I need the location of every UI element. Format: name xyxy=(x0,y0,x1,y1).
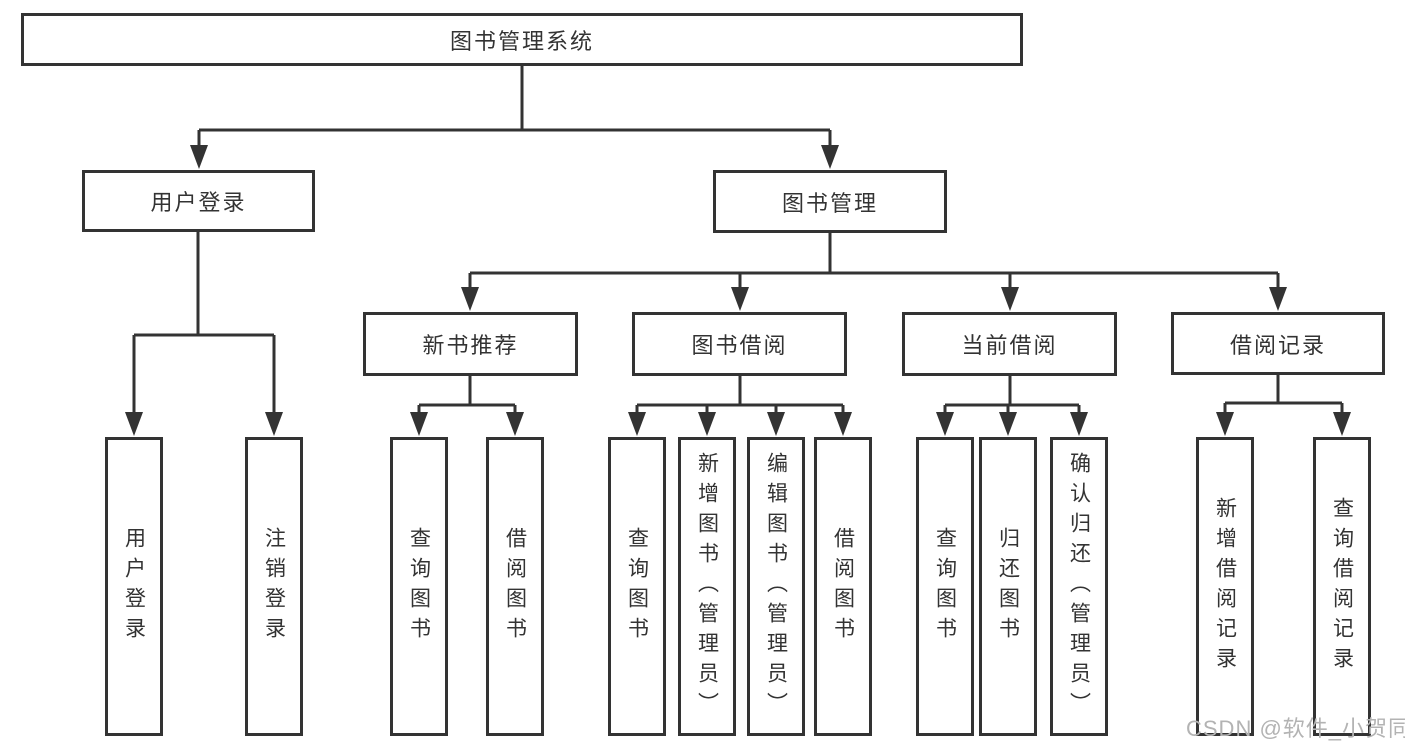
arrowhead-icon xyxy=(821,145,839,169)
arrowhead-icon xyxy=(731,287,749,311)
arrowhead-icon xyxy=(1070,412,1088,436)
node-user-login-branch: 用户登录 xyxy=(82,170,315,232)
connector-user-login-split xyxy=(132,232,276,415)
node-book-borrowing: 图书借阅 xyxy=(632,312,847,376)
arrowhead-icon xyxy=(190,145,208,169)
node-label: 查询借阅记录 xyxy=(1330,496,1354,677)
node-label: 新增图书（管理员） xyxy=(695,451,719,722)
connector-book-management-split xyxy=(468,233,1280,290)
node-current-borrowing: 当前借阅 xyxy=(902,312,1117,376)
connector-current-borrow-split xyxy=(943,376,1081,415)
node-leaf-query-borrow-record: 查询借阅记录 xyxy=(1313,437,1371,736)
node-leaf-edit-books-admin: 编辑图书（管理员） xyxy=(747,437,805,736)
arrowhead-icon xyxy=(767,412,785,436)
node-borrowing-records: 借阅记录 xyxy=(1171,312,1385,375)
node-label: 当前借阅 xyxy=(961,333,1058,358)
arrowhead-icon xyxy=(999,412,1017,436)
connector-root-split xyxy=(197,66,832,148)
arrowhead-icon xyxy=(834,412,852,436)
node-label: 查询图书 xyxy=(407,526,431,647)
node-leaf-borrow-books: 借阅图书 xyxy=(814,437,872,736)
node-label: 借阅图书 xyxy=(503,526,527,647)
connector-book-borrow-split xyxy=(635,376,845,415)
arrowhead-icon xyxy=(1216,412,1234,436)
arrowhead-icon xyxy=(506,412,524,436)
node-label: 用户登录 xyxy=(150,190,247,215)
node-label: 查询图书 xyxy=(625,526,649,647)
node-leaf-query-books-recommend: 查询图书 xyxy=(390,437,448,736)
arrowhead-icon xyxy=(698,412,716,436)
node-label: 新书推荐 xyxy=(422,333,519,358)
node-leaf-confirm-return-admin: 确认归还（管理员） xyxy=(1050,437,1108,736)
node-label: 图书管理 xyxy=(781,190,878,216)
node-label: 图书借阅 xyxy=(691,333,788,358)
connector-new-book-split xyxy=(417,376,517,415)
node-leaf-query-books-current: 查询图书 xyxy=(916,437,974,736)
node-label: 借阅记录 xyxy=(1229,332,1326,358)
node-label: 编辑图书（管理员） xyxy=(764,451,788,722)
node-label: 图书管理系统 xyxy=(449,28,594,54)
node-label: 新增借阅记录 xyxy=(1213,496,1237,677)
node-book-management-branch: 图书管理 xyxy=(713,170,947,233)
arrowhead-icon xyxy=(265,412,283,436)
node-new-book-recommendation: 新书推荐 xyxy=(363,312,578,376)
node-leaf-add-books-admin: 新增图书（管理员） xyxy=(678,437,736,736)
node-leaf-query-books-borrow: 查询图书 xyxy=(608,437,666,736)
node-library-system: 图书管理系统 xyxy=(21,13,1023,66)
node-label: 注销登录 xyxy=(262,526,286,647)
arrowhead-icon xyxy=(125,412,143,436)
node-leaf-logout: 注销登录 xyxy=(245,437,303,736)
arrowhead-icon xyxy=(1001,287,1019,311)
node-label: 借阅图书 xyxy=(831,526,855,647)
node-label: 归还图书 xyxy=(996,526,1020,647)
arrowhead-icon xyxy=(628,412,646,436)
arrowhead-icons xyxy=(125,145,1351,436)
watermark: CSDN @软件_小贺同学 xyxy=(1186,716,1405,741)
node-label: 确认归还（管理员） xyxy=(1067,451,1091,722)
arrowhead-icon xyxy=(461,287,479,311)
connector-borrow-records-split xyxy=(1223,375,1344,415)
node-leaf-return-books: 归还图书 xyxy=(979,437,1037,736)
arrowhead-icon xyxy=(1269,287,1287,311)
node-leaf-borrow-books-recommend: 借阅图书 xyxy=(486,437,544,736)
node-leaf-user-login: 用户登录 xyxy=(105,437,163,736)
arrowhead-icon xyxy=(410,412,428,436)
node-label: 用户登录 xyxy=(122,526,146,647)
arrowhead-icon xyxy=(936,412,954,436)
arrowhead-icon xyxy=(1333,412,1351,436)
node-leaf-add-borrow-record: 新增借阅记录 xyxy=(1196,437,1254,736)
node-label: 查询图书 xyxy=(933,526,957,647)
connector-lines xyxy=(132,66,1344,415)
